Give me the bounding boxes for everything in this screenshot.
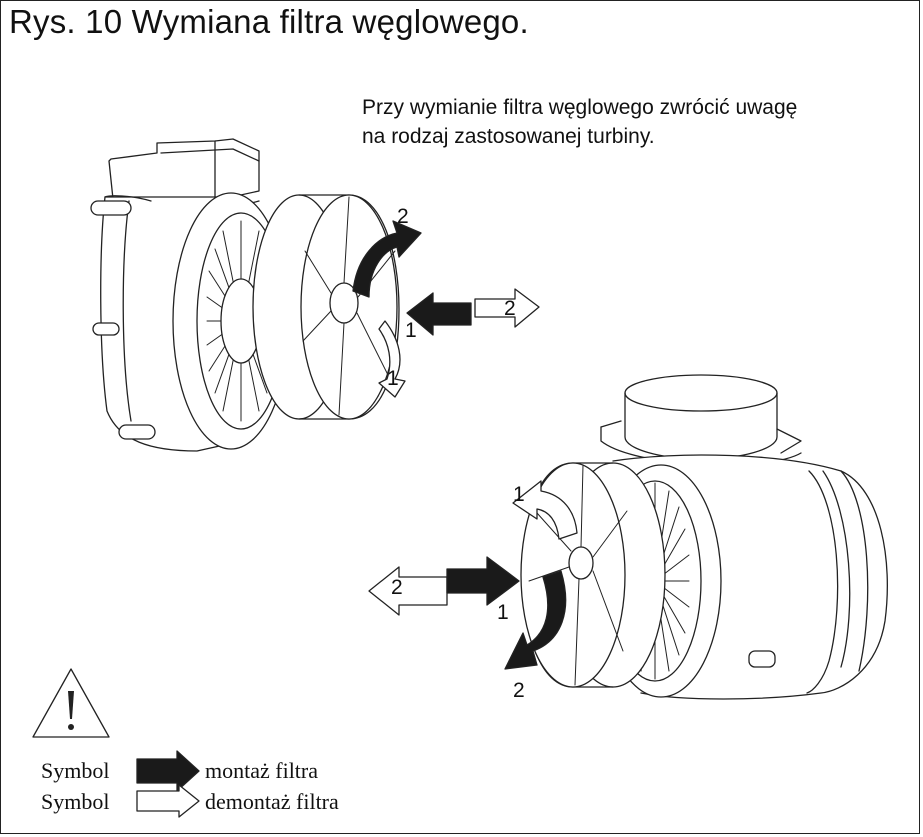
legend-install-text: montaż filtra [205, 758, 319, 783]
arrow-top-pull-remove [474, 288, 540, 328]
turbine-top-left [90, 138, 400, 452]
step-label-top-pull-2: 2 [504, 297, 516, 320]
note-line-2: na rodzaj zastosowanej turbiny. [362, 125, 655, 148]
step-label-bottom-push-1: 1 [497, 601, 509, 624]
step-label-bottom-pull-2: 2 [391, 576, 403, 599]
step-label-top-rotate-1: 1 [387, 367, 399, 390]
filled-arrow-icon [136, 750, 200, 792]
arrow-bottom-rotate-remove [512, 480, 578, 540]
arrow-top-rotate-remove [378, 320, 406, 398]
arrow-bottom-push-install [446, 556, 520, 606]
step-label-top-push-1: 1 [405, 319, 417, 342]
step-label-bottom-rotate-1: 1 [513, 483, 525, 506]
legend-remove-text: demontaż filtra [205, 789, 339, 814]
arrow-top-rotate-install [352, 220, 422, 298]
legend-symbol-label-2: Symbol [41, 789, 110, 814]
arrow-bottom-rotate-install [504, 570, 567, 670]
warning-triangle-icon [32, 668, 110, 738]
outline-arrow-icon [136, 784, 200, 818]
arrow-bottom-pull-remove [368, 566, 448, 616]
step-label-bottom-rotate-2: 2 [513, 679, 525, 702]
turbine-bottom-right [520, 374, 888, 700]
note-line-1: Przy wymianie filtra węglowego zwrócić u… [362, 96, 798, 119]
step-label-top-rotate-2: 2 [397, 205, 409, 228]
figure-title: Rys. 10 Wymiana filtra węglowego. [9, 3, 529, 40]
legend-symbol-label-1: Symbol [41, 758, 110, 783]
arrow-top-push-install [406, 292, 472, 336]
instruction-note: Przy wymianie filtra węglowego zwrócić u… [362, 93, 797, 151]
